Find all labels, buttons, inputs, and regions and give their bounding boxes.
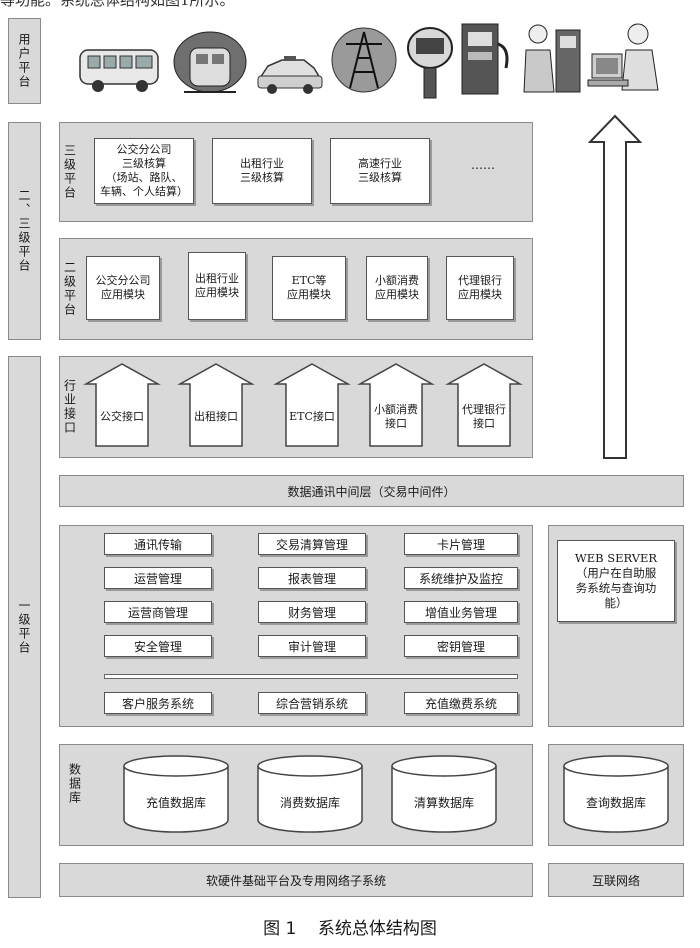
database-cylinder-clearing (391, 755, 497, 833)
power-tower-icon (331, 27, 397, 93)
module-report: 报表管理 (258, 567, 366, 589)
interface-arrow-small-payment (357, 363, 435, 447)
module-operator: 运营商管理 (104, 601, 212, 623)
query-db-label: 查询数据库 (585, 796, 646, 810)
database-cylinder-recharge (123, 755, 229, 833)
computer-user-icon (587, 23, 659, 91)
interface-arrow-taxi (177, 363, 255, 447)
database-clearing-label: 清算数据库 (413, 796, 474, 810)
system-marketing: 综合营销系统 (258, 692, 366, 714)
interface-label-bank: 代理银行 接口 (462, 403, 506, 430)
middleware-bar: 数据通讯中间层（交易中间件） (59, 475, 684, 507)
interface-arrow-bus (83, 363, 161, 447)
database-recharge-label: 充值数据库 (145, 796, 206, 810)
fuel-pump-icon (461, 23, 509, 95)
interface-label-taxi: 出租接口 (194, 410, 238, 423)
level3-box-taxi: 出租行业 三级核算 (212, 138, 312, 204)
internet-bar: 互联网络 (548, 863, 684, 897)
module-maintenance: 系统维护及监控 (404, 567, 518, 589)
level23-label: 二、三级平台 (8, 122, 41, 340)
level3-box-highway: 高速行业 三级核算 (330, 138, 430, 204)
module-key: 密钥管理 (404, 635, 518, 657)
interface-label-bus: 公交接口 (100, 410, 144, 423)
module-operation: 运营管理 (104, 567, 212, 589)
level2-box-small-payment: 小额消费 应用模块 (366, 256, 428, 320)
system-customer-service: 客户服务系统 (104, 692, 212, 714)
user-platform-label: 用户平台 (8, 18, 41, 104)
taxi-icon (257, 56, 323, 94)
level1-label: 一级平台 (8, 356, 41, 898)
module-security: 安全管理 (104, 635, 212, 657)
database-label: 数据库 (67, 763, 82, 805)
modules-divider (104, 674, 518, 679)
web-server-box: WEB SERVER （用户在自助服 务系统与查询功 能） (557, 540, 675, 622)
level3-label: 三级平台 (62, 144, 77, 200)
base-platform-bar: 软硬件基础平台及专用网络子系统 (59, 863, 533, 897)
interface-label-small-payment: 小额消费 接口 (374, 403, 418, 430)
parking-meter-icon (407, 27, 453, 99)
atm-user-icon (523, 24, 581, 93)
module-clearing: 交易清算管理 (258, 533, 366, 555)
figure-caption: 图 1 系统总体结构图 (263, 919, 437, 939)
interface-label: 行业接口 (62, 379, 77, 435)
bus-icon (79, 49, 159, 92)
database-cylinder-query (563, 755, 669, 833)
interface-arrow-etc (273, 363, 351, 447)
level2-box-bus: 公交分公司 应用模块 (86, 256, 160, 320)
module-value-added: 增值业务管理 (404, 601, 518, 623)
level3-box-bus: 公交分公司 三级核算 （场站、路队、 车辆、个人结算） (94, 138, 194, 204)
subway-train-icon (173, 31, 247, 93)
system-recharge: 充值缴费系统 (404, 692, 518, 714)
user-icon-strip (79, 23, 659, 99)
level2-box-bank: 代理银行 应用模块 (446, 256, 514, 320)
interface-arrow-bank (445, 363, 523, 447)
module-audit: 审计管理 (258, 635, 366, 657)
interface-label-etc: ETC接口 (289, 410, 335, 423)
module-comm: 通讯传输 (104, 533, 212, 555)
database-cylinder-consumption (257, 755, 363, 833)
database-cylinders (123, 755, 497, 833)
level2-box-etc: ETC等 应用模块 (272, 256, 346, 320)
module-card: 卡片管理 (404, 533, 518, 555)
header-fragment: 等功能。系统总体结构如图1所示。 (0, 0, 235, 9)
database-consumption-label: 消费数据库 (279, 796, 340, 810)
module-finance: 财务管理 (258, 601, 366, 623)
level3-ellipsis: …… (471, 158, 495, 172)
level2-box-taxi: 出租行业 应用模块 (188, 252, 246, 320)
user-platform-icons (70, 18, 690, 108)
interface-arrows (83, 363, 523, 447)
level2-label: 二级平台 (62, 261, 77, 317)
up-arrow-icon (588, 114, 642, 459)
